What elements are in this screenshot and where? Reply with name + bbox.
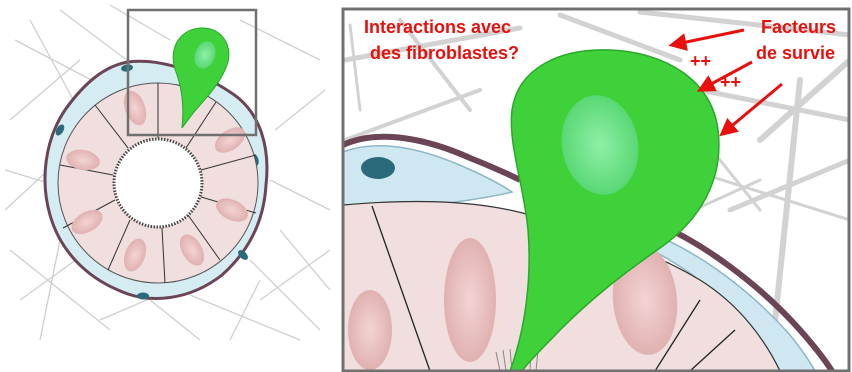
label-plusplus-2: ++ [720,72,741,92]
label-interactions-line1: Interactions avec [364,17,511,37]
overview-panel [5,5,330,340]
label-facteurs-line2: de survie [756,43,835,63]
label-facteurs-line1: Facteurs [761,17,836,37]
zoom-panel: Interactions avec des fibroblastes? Fact… [343,9,850,371]
label-plusplus-1: ++ [690,51,711,71]
zoom-myoepithelial-nucleus [361,157,395,179]
label-interactions-line2: des fibroblastes? [370,43,519,63]
lumen [114,139,202,227]
